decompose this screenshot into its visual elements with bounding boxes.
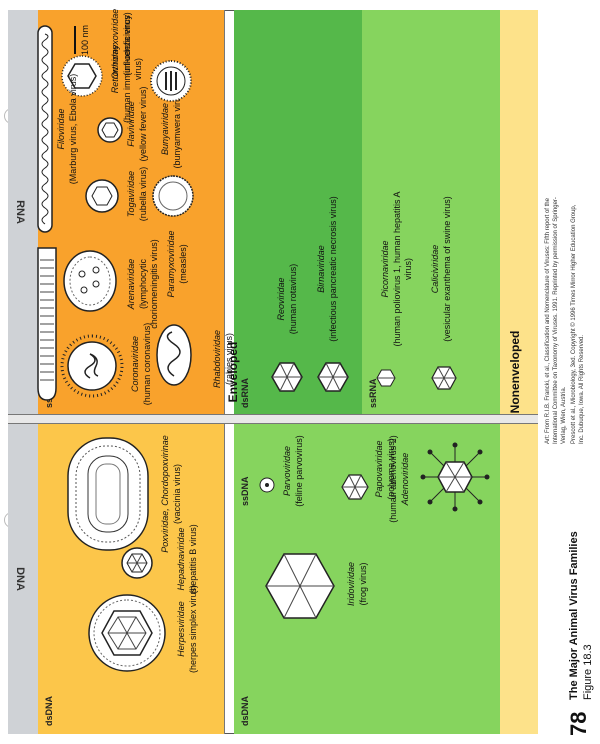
section-env-dsdna: dsDNA	[44, 695, 54, 726]
nonenveloped-ssrna-area	[234, 10, 362, 414]
label-paramyxo-family: Paramyxoviridae	[166, 230, 176, 298]
calici-virion	[431, 366, 457, 390]
label-filo-example: (Marburg virus, Ebola virus)	[68, 73, 78, 185]
label-papova-example: (polyoma virus)	[386, 438, 396, 500]
section-non-dsdna: dsDNA	[240, 695, 250, 726]
label-retro-family: Retroviridae	[110, 44, 120, 94]
label-pox-example: (vaccinia virus)	[172, 464, 182, 525]
parvo-virion	[259, 477, 275, 493]
label-calici-example: (vesicular exanthema of swine virus)	[442, 196, 452, 342]
label-retro-example: (human immun-odeficiency virus)	[122, 14, 143, 124]
corona-virion	[60, 334, 124, 398]
retro-virion	[61, 55, 103, 97]
header-nonenveloped: Nonenveloped	[508, 330, 522, 414]
paramyxo-virion	[156, 324, 192, 386]
label-arena-example: (lymphocytic choriomeningitis virus)	[138, 239, 159, 329]
filo-virion	[37, 25, 53, 233]
arena-virion	[63, 250, 117, 312]
row-label-dna: DNA	[14, 567, 26, 591]
label-adeno-family: Adenoviridae	[400, 452, 410, 506]
hepadna-virion	[121, 547, 153, 579]
credit-line: Prescott et al., Microbiology, 3ed. Copy…	[571, 204, 577, 444]
section-non-ssdna: ssDNA	[240, 476, 250, 506]
herpes-virion	[88, 594, 166, 672]
papova-virion	[341, 474, 369, 500]
figure-number: Figure 18.3	[582, 644, 594, 700]
label-calici-family: Caliciviridae	[430, 244, 440, 294]
label-parvo-example: (feline parvovirus)	[294, 435, 304, 507]
label-irido-example: (frog virus)	[358, 562, 368, 606]
figure-title: The Major Animal Virus Families	[568, 531, 580, 700]
label-reo-family: Reoviridae	[276, 277, 286, 321]
label-filo-family: Filoviridae	[56, 108, 66, 150]
label-rhabdo-example: (rabies virus)	[224, 333, 234, 386]
rhabdo-virion	[37, 247, 57, 401]
orthomyxo-virion	[150, 60, 192, 102]
adeno-virion	[420, 442, 490, 512]
scale-bar-line	[74, 26, 76, 54]
birna-virion	[317, 362, 349, 392]
picorna-virion	[376, 369, 396, 387]
label-paramyxo-example: (measles)	[178, 244, 188, 284]
label-rhabdo-family: Rhabdoviridae	[212, 329, 222, 389]
flavi-virion	[97, 117, 123, 143]
section-non-dsrna: dsRNA	[240, 377, 250, 408]
label-papova-family: Papovaviridae	[374, 440, 384, 498]
label-picorna-family: Picornaviridae	[380, 240, 390, 298]
label-picorna-example: (human poliovirus 1, human hepatitis A v…	[392, 191, 413, 347]
divider	[8, 414, 538, 424]
credit-line: Inc. Dubuque, Iowa. All Rights Reserved.	[579, 334, 585, 444]
label-reo-example: (human rotavirus)	[288, 263, 298, 335]
pox-virion	[67, 437, 149, 551]
label-hepadna-example: (hepatitis B virus)	[188, 524, 198, 594]
row-label-rna: RNA	[14, 200, 26, 224]
toga-virion	[85, 179, 119, 213]
label-arena-family: Arenaviridae	[126, 258, 136, 310]
label-birna-family: Birnaviridae	[316, 245, 326, 293]
label-birna-example: (infectious pancreatic necrosis virus)	[328, 196, 338, 342]
credit-line: International Committee on Taxonomy of V…	[553, 197, 559, 444]
bunya-virion	[152, 175, 194, 217]
label-pox-family: Poxviridae, Chordopoxvirinae	[160, 435, 170, 553]
credit-line: Verlag, Wien, Austria.	[561, 386, 567, 444]
irido-virion	[265, 553, 335, 619]
credit-line: Art: From R.I.B. Francki, et al., Classi…	[545, 198, 551, 444]
page-number: 78	[566, 711, 591, 736]
reo-virion	[271, 362, 303, 392]
label-irido-family: Iridoviridae	[346, 561, 356, 607]
scale-bar-label: 100 nm	[80, 24, 90, 56]
label-parvo-family: Parvoviridae	[282, 445, 292, 497]
